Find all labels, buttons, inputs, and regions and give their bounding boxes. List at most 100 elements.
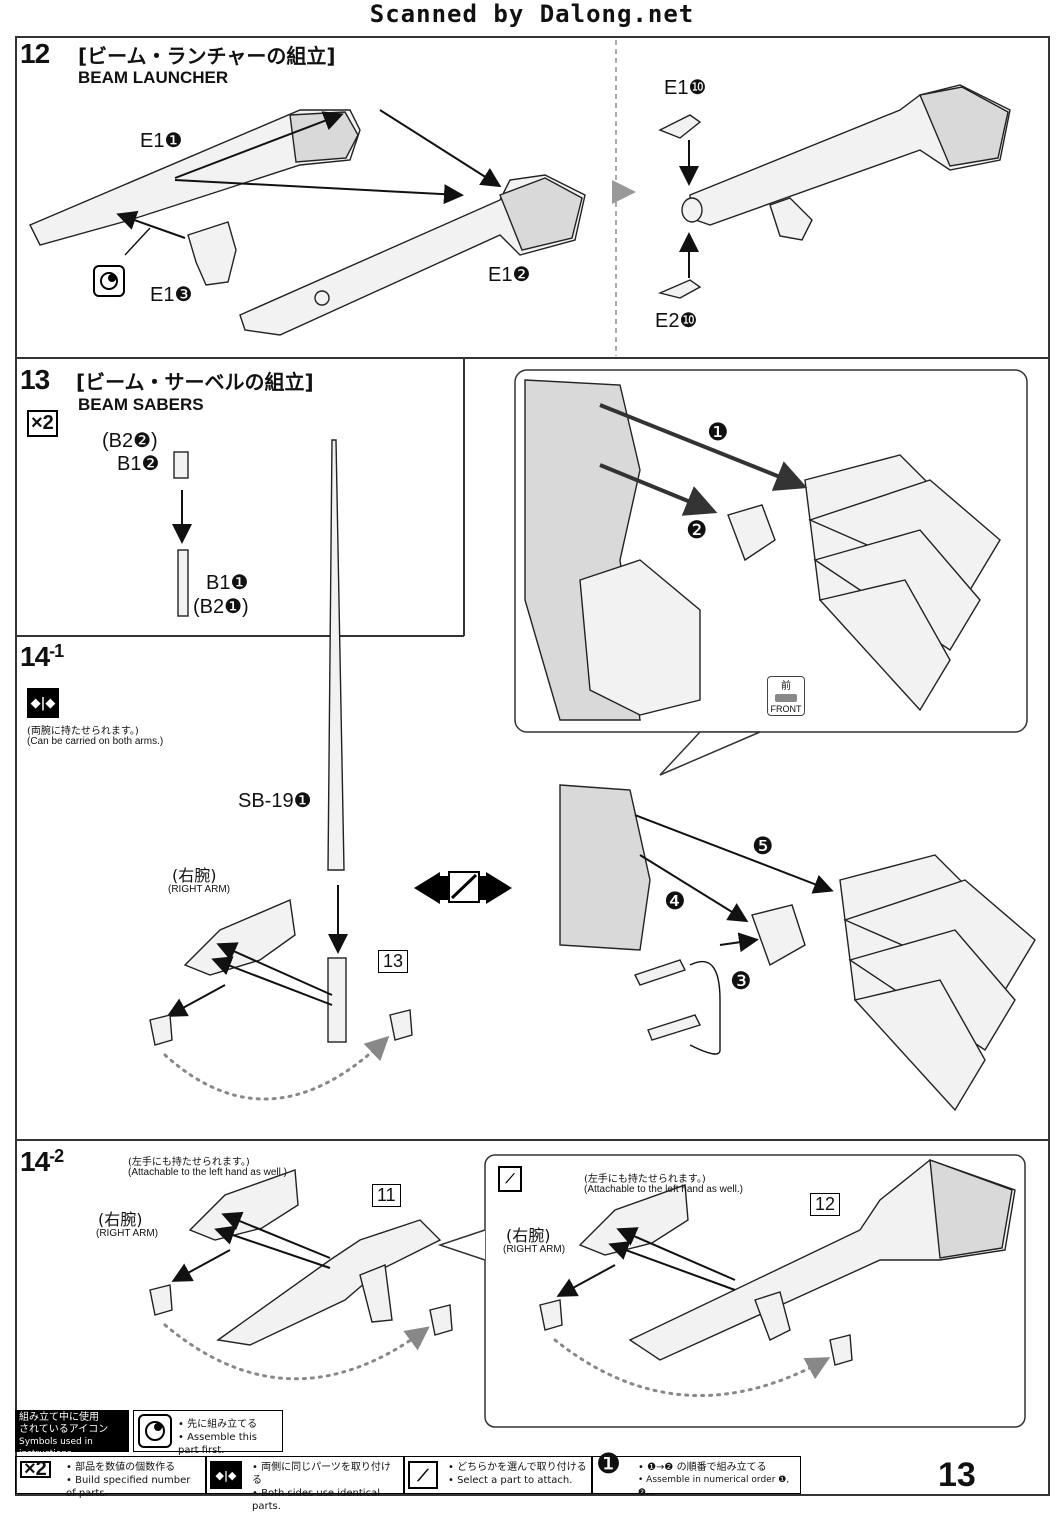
step-14-1-note-jp: (両腕に持たせられます。) [27,726,139,737]
legend-both-en: • Both sides use identical parts. [252,1488,380,1512]
legend-first-en: • Assemble this part first. [178,1432,257,1456]
front-label-jp: 前 [781,681,791,692]
hand-left-14-1 [149,1014,173,1046]
order-4: ❹ [664,887,686,915]
right-arm-label-en: (RIGHT ARM) [168,884,231,895]
hand-right-14-1 [389,1009,413,1041]
part-b1-2: B1❷ [117,453,160,475]
legend-both-icon: ◆|◆ [210,1461,242,1489]
hand-left-14-2-b [539,1299,563,1331]
step-12-number: 12 [20,38,50,69]
hand-left-14-2-a [149,1284,173,1316]
front-indicator: 前 FRONT [767,676,805,716]
right-arm-14-2-a [188,1169,299,1241]
right-arm-label-jp-a: (右腕) [98,1210,143,1229]
step-ref-13: 13 [378,950,409,973]
part-e2-10: E2❿ [655,310,698,332]
step-14-1-number: 14-1 [20,641,64,672]
build-x2-icon: ×2 [27,410,58,437]
legend-x2: ×2 • 部品を数値の個数作る • Build specified number… [15,1456,207,1499]
legend-select: ⟋ • どちらかを選んで取り付ける • Select a part to att… [403,1456,593,1494]
legend-order-icon: ❶ [596,1447,622,1480]
legend-both-jp: • 両側に同じパーツを取り付ける [252,1462,391,1486]
part-e1-2: E1❷ [488,264,531,286]
part-e1-10: E1❿ [664,77,707,99]
torso-detail [524,379,701,721]
front-label-en: FRONT [770,704,802,714]
right-arm-label-jp: (右腕) [172,866,217,885]
legend-order-en: • Assemble in numerical order ❶, ❷... [638,1475,790,1498]
step-13-number: 13 [20,364,50,395]
step-12-title-jp: [ビーム・ランチャーの組立] [78,44,336,68]
legend-select-en: • Select a part to attach. [448,1475,573,1486]
legend-title: 組み立て中に使用 されているアイコン Symbols used in instr… [15,1410,129,1459]
step-12-title-en: BEAM LAUNCHER [78,68,229,87]
launcher-in-hand [628,1158,1016,1361]
legend-first: • 先に組み立てる • Assemble this part first. [133,1410,283,1456]
page-frame [15,36,1050,1496]
part-b2-2: (B2❷) [102,430,158,452]
front-arrow-icon [775,694,797,702]
legend-first-jp: • 先に組み立てる [178,1419,258,1430]
legend-first-icon [138,1414,172,1448]
part-e1-3: E1❸ [150,284,193,306]
legend-both: ◆|◆ • 両側に同じパーツを取り付ける • Both sides use id… [205,1456,405,1512]
both-sides-icon: ◆|◆ [27,688,59,718]
legend-select-icon: ⟋ [408,1461,438,1489]
legend-title-jp-2: されているアイコン [19,1424,109,1435]
muzzle-cap-top [658,114,702,139]
step-14-2-note-en-a: (Attachable to the left hand as well.) [128,1167,287,1178]
legend-x2-icon: ×2 [20,1459,51,1479]
right-arm-label-en-a: (RIGHT ARM) [96,1228,159,1239]
right-arm-14-2-b [578,1184,689,1256]
beam-blade [327,439,345,871]
legend-x2-en: • Build specified number of parts. [66,1475,191,1499]
page-number: 13 [938,1456,976,1494]
muzzle-cap-bottom [657,279,702,299]
torso-lower [559,784,651,951]
assembled-launcher [681,84,1011,241]
part-b2-1: (B2❶) [193,596,249,618]
step-13-title-en: BEAM SABERS [78,395,204,414]
peg-b [647,1014,701,1041]
saber-hilt-cap [173,451,189,479]
order-5: ❺ [752,832,774,860]
hilt-in-hand [327,957,347,1043]
step-14-2-note-jp-b: (左手にも持たせられます。) [584,1174,706,1185]
assemble-first-icon [93,265,125,297]
hand-right-14-2-b [829,1334,853,1366]
mount-block-2 [751,904,806,967]
symbols-legend: 組み立て中に使用 されているアイコン Symbols used in instr… [15,1410,1050,1512]
launcher-grip [187,221,237,286]
saber-part-label: SB-19❶ [238,790,312,812]
legend-order-jp: • ❶→❷ の順番で組み立てる [638,1462,767,1473]
peg-a [634,959,686,986]
right-arm-label-en-b: (RIGHT ARM) [503,1244,566,1255]
funnel-pack-bottom [839,854,1036,1112]
order-3: ❸ [730,967,752,995]
select-part-icon: ⟋ [498,1166,522,1192]
step-ref-12: 12 [810,1193,841,1216]
step-14-2-number: 14-2 [20,1146,64,1177]
step-14-2-note-jp-a: (左手にも持たせられます。) [128,1157,250,1168]
launcher-upper-half [29,109,361,246]
legend-order: ❶ • ❶→❷ の順番で組み立てる • Assemble in numerica… [591,1447,801,1498]
hand-right-14-2-a [429,1304,453,1336]
rifle [216,1219,442,1346]
step-14-1-note-en: (Can be carried on both arms.) [27,736,164,747]
right-arm-14-1 [183,898,296,976]
step-14-2-note-en-b: (Attachable to the left hand as well.) [584,1184,743,1195]
funnel-pack-top [804,454,1001,712]
legend-title-en: Symbols used in instructions [19,1437,93,1459]
order-2: ❷ [686,516,708,544]
part-b1-1: B1❶ [206,572,249,594]
legend-title-jp-1: 組み立て中に使用 [19,1412,99,1423]
right-arm-label-jp-b: (右腕) [506,1226,551,1245]
mount-block [727,504,776,562]
step-13-title-jp: [ビーム・サーベルの組立] [76,370,314,394]
step-ref-11: 11 [372,1184,401,1207]
legend-select-jp: • どちらかを選んで取り付ける [448,1462,587,1473]
part-e1-1: E1❶ [140,130,183,152]
scan-banner: Scanned by Dalong.net [369,0,695,28]
